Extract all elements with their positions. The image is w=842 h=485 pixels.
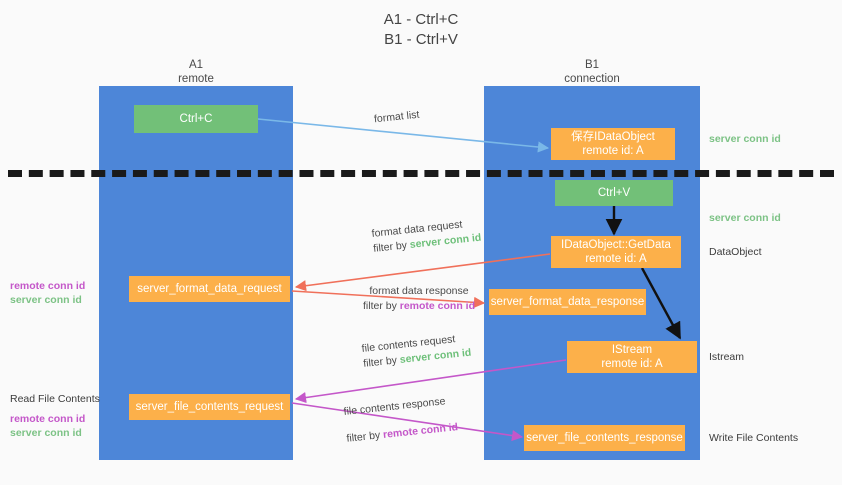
- annotation-left-ids-bottom-remote: remote conn id: [10, 413, 86, 425]
- lane-header-b1-name: B1: [584, 59, 600, 71]
- caption-format-list-text: format list: [373, 108, 420, 126]
- annotation-left-ids-bottom: remote conn id server conn id: [10, 412, 85, 440]
- node-istream-label: IStream: [611, 344, 653, 356]
- arrow-file-contents-request: [294, 359, 567, 404]
- caption-format-data-response-filter: filter by remote conn id: [336, 299, 502, 314]
- node-server-format-data-response-label: server_format_data_response: [490, 296, 645, 308]
- annotation-read-file-contents-text: Read File Contents: [10, 393, 100, 405]
- arrow-format-data-request: [294, 253, 551, 292]
- node-save-idataobject-remote-id: remote id: A: [582, 145, 644, 157]
- node-idataobject-getdata-remote-id: remote id: A: [585, 253, 647, 265]
- annotation-left-ids-mid-server: server conn id: [10, 294, 82, 306]
- annotation-dataobject-text: DataObject: [709, 246, 762, 258]
- annotation-write-file-contents: Write File Contents: [709, 431, 798, 445]
- caption-file-contents-response-filter-prefix: filter by: [345, 429, 384, 445]
- node-istream[interactable]: IStream remote id: A: [567, 341, 697, 373]
- node-server-file-contents-response-label: server_file_contents_response: [526, 432, 683, 444]
- lane-header-a1: A1 remote: [99, 58, 293, 86]
- caption-format-data-response-filter-id: remote conn id: [399, 300, 476, 312]
- annotation-server-conn-id-top-text: server conn id: [709, 133, 781, 145]
- node-ctrl-v[interactable]: Ctrl+V: [555, 180, 673, 206]
- annotation-dataobject: DataObject: [709, 245, 762, 259]
- node-server-format-data-request[interactable]: server_format_data_request: [129, 276, 290, 302]
- annotation-left-ids-mid-remote: remote conn id: [10, 280, 86, 292]
- caption-format-data-response-filter-prefix: filter by: [362, 300, 400, 312]
- node-ctrl-c-label: Ctrl+C: [179, 113, 213, 125]
- annotation-left-ids-bottom-server: server conn id: [10, 427, 82, 439]
- annotation-istream-text: Istream: [709, 351, 745, 363]
- node-istream-remote-id: remote id: A: [601, 358, 663, 370]
- node-idataobject-getdata[interactable]: IDataObject::GetData remote id: A: [551, 236, 681, 268]
- arrow-format-data-response: [291, 290, 486, 308]
- annotation-server-conn-id-top: server conn id: [709, 132, 781, 146]
- node-server-file-contents-request-label: server_file_contents_request: [135, 401, 284, 413]
- node-save-idataobject[interactable]: 保存IDataObject remote id: A: [551, 128, 675, 160]
- lane-header-a1-sub: remote: [178, 73, 214, 85]
- node-idataobject-getdata-label: IDataObject::GetData: [561, 239, 671, 251]
- node-server-file-contents-request[interactable]: server_file_contents_request: [129, 394, 290, 420]
- lane-header-a1-name: A1: [188, 59, 204, 71]
- annotation-write-file-contents-text: Write File Contents: [709, 432, 799, 444]
- annotation-read-file-contents: Read File Contents: [10, 392, 100, 406]
- title-line-1: A1 - Ctrl+C: [383, 11, 459, 28]
- node-server-file-contents-response[interactable]: server_file_contents_response: [524, 425, 685, 451]
- lane-header-b1: B1 connection: [484, 58, 700, 86]
- arrow-getdata-to-istream: [640, 267, 682, 340]
- annotation-server-conn-id-mid-text: server conn id: [709, 212, 781, 224]
- node-ctrl-v-label: Ctrl+V: [597, 187, 631, 199]
- lane-header-b1-sub: connection: [564, 73, 620, 85]
- annotation-left-ids-mid: remote conn id server conn id: [10, 279, 85, 307]
- node-server-format-data-request-label: server_format_data_request: [137, 283, 282, 295]
- node-ctrl-c[interactable]: Ctrl+C: [134, 105, 258, 133]
- title-line-2: B1 - Ctrl+V: [384, 31, 458, 48]
- arrow-format-list: [257, 118, 550, 153]
- page-title: A1 - Ctrl+C B1 - Ctrl+V: [0, 10, 842, 50]
- annotation-server-conn-id-mid: server conn id: [709, 211, 781, 225]
- node-server-format-data-response[interactable]: server_format_data_response: [489, 289, 646, 315]
- annotation-istream: Istream: [709, 350, 744, 364]
- caption-file-contents-request-filter-prefix: filter by: [362, 354, 401, 370]
- arrow-file-contents-response: [291, 402, 524, 442]
- caption-format-data-response-title: format data response: [369, 285, 469, 297]
- caption-format-data-response: format data response filter by remote co…: [336, 284, 502, 314]
- caption-format-data-request-filter-prefix: filter by: [372, 239, 411, 255]
- phase-separator: [8, 170, 834, 177]
- node-save-idataobject-label: 保存IDataObject: [571, 131, 655, 143]
